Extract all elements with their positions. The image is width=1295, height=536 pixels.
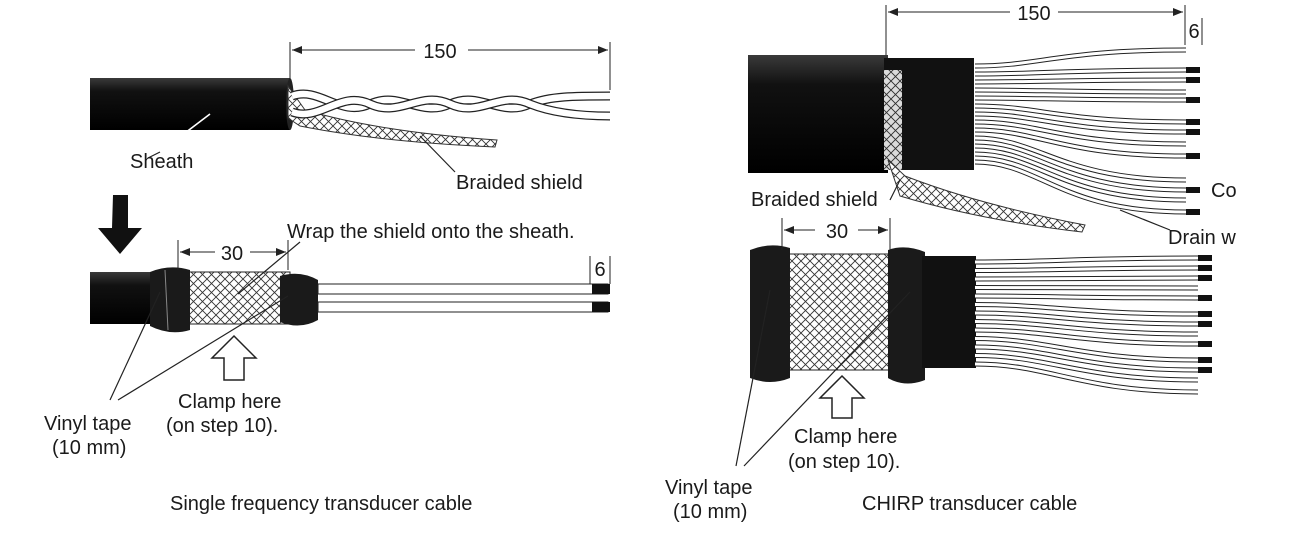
chirp-vinyl-tape-right [888,247,925,384]
braided-shield-label-right: Braided shield [751,189,878,211]
dimension-30-right [781,218,891,250]
twisted-wires [290,89,611,121]
wire-tip [1198,255,1212,261]
chirp-vinyl-tape-left [750,245,790,382]
core-label-partial: Co [1211,180,1237,202]
wire-tip [1198,311,1212,317]
wire-tip [1198,357,1212,363]
clamp-line1-right: Clamp here [794,426,897,448]
wire-tip [1186,129,1200,135]
chirp-wrapped-shield [784,253,894,371]
dimension-6-right-label: 6 [1188,21,1199,43]
braided-shield-label-left: Braided shield [456,172,583,194]
cable-sheath [90,78,290,130]
dimension-30-left-label: 30 [221,243,243,265]
right-top-cable [748,47,1200,233]
wire-tip [1186,209,1200,215]
dimension-30-left [177,240,289,270]
wire-tip [1198,295,1212,301]
vinyl-tape-left [150,267,190,333]
chirp-braided-shield [887,159,1086,233]
braided-shield [287,84,498,148]
wire-tip [1198,321,1212,327]
instruction-text: Wrap the shield onto the sheath. [287,221,575,243]
sheath-label: Sheath [130,151,193,173]
left-top-cable [90,78,611,173]
wire-tip [1198,341,1212,347]
caption-right: CHIRP transducer cable [862,493,1077,515]
right-bottom-cable [735,245,1212,467]
dimension-6-left-label: 6 [594,259,605,281]
clamp-arrow-left [210,334,258,381]
chirp-outer-sheath [748,55,888,173]
wrapped-shield [181,271,291,325]
wire-tip [1186,187,1200,193]
dimension-150-right [885,5,1203,55]
clamp-line1-left: Clamp here [178,391,281,413]
caption-left: Single frequency transducer cable [170,493,472,515]
wire-tip [1186,97,1200,103]
wire-tip [1198,265,1212,271]
wire-tip [1198,367,1212,373]
clamp-line2-right: (on step 10). [788,451,900,473]
wire-tip [1186,153,1200,159]
chirp-top-wires [974,47,1200,215]
vinyl-tape-line1-left: Vinyl tape [44,413,131,435]
left-bottom-cable [90,241,610,401]
clamp-arrow-right [818,374,866,419]
vinyl-tape-line1-right: Vinyl tape [665,477,752,499]
chirp-bottom-wires [974,255,1212,395]
step-down-arrow [98,195,142,254]
dimension-150-left [289,42,611,90]
dimension-150-left-label: 150 [423,41,456,63]
wire-tip [1186,77,1200,83]
wire-tip [1198,275,1212,281]
clamp-line2-left: (on step 10). [166,415,278,437]
vinyl-tape-right [280,273,318,326]
dimension-150-right-label: 150 [1017,3,1050,25]
vinyl-tape-line2-left: (10 mm) [52,437,126,459]
wire-tip [1186,67,1200,73]
dimension-30-right-label: 30 [826,221,848,243]
wire-tip [1186,119,1200,125]
drain-wire-label-partial: Drain w [1168,227,1236,249]
vinyl-tape-line2-right: (10 mm) [673,501,747,523]
